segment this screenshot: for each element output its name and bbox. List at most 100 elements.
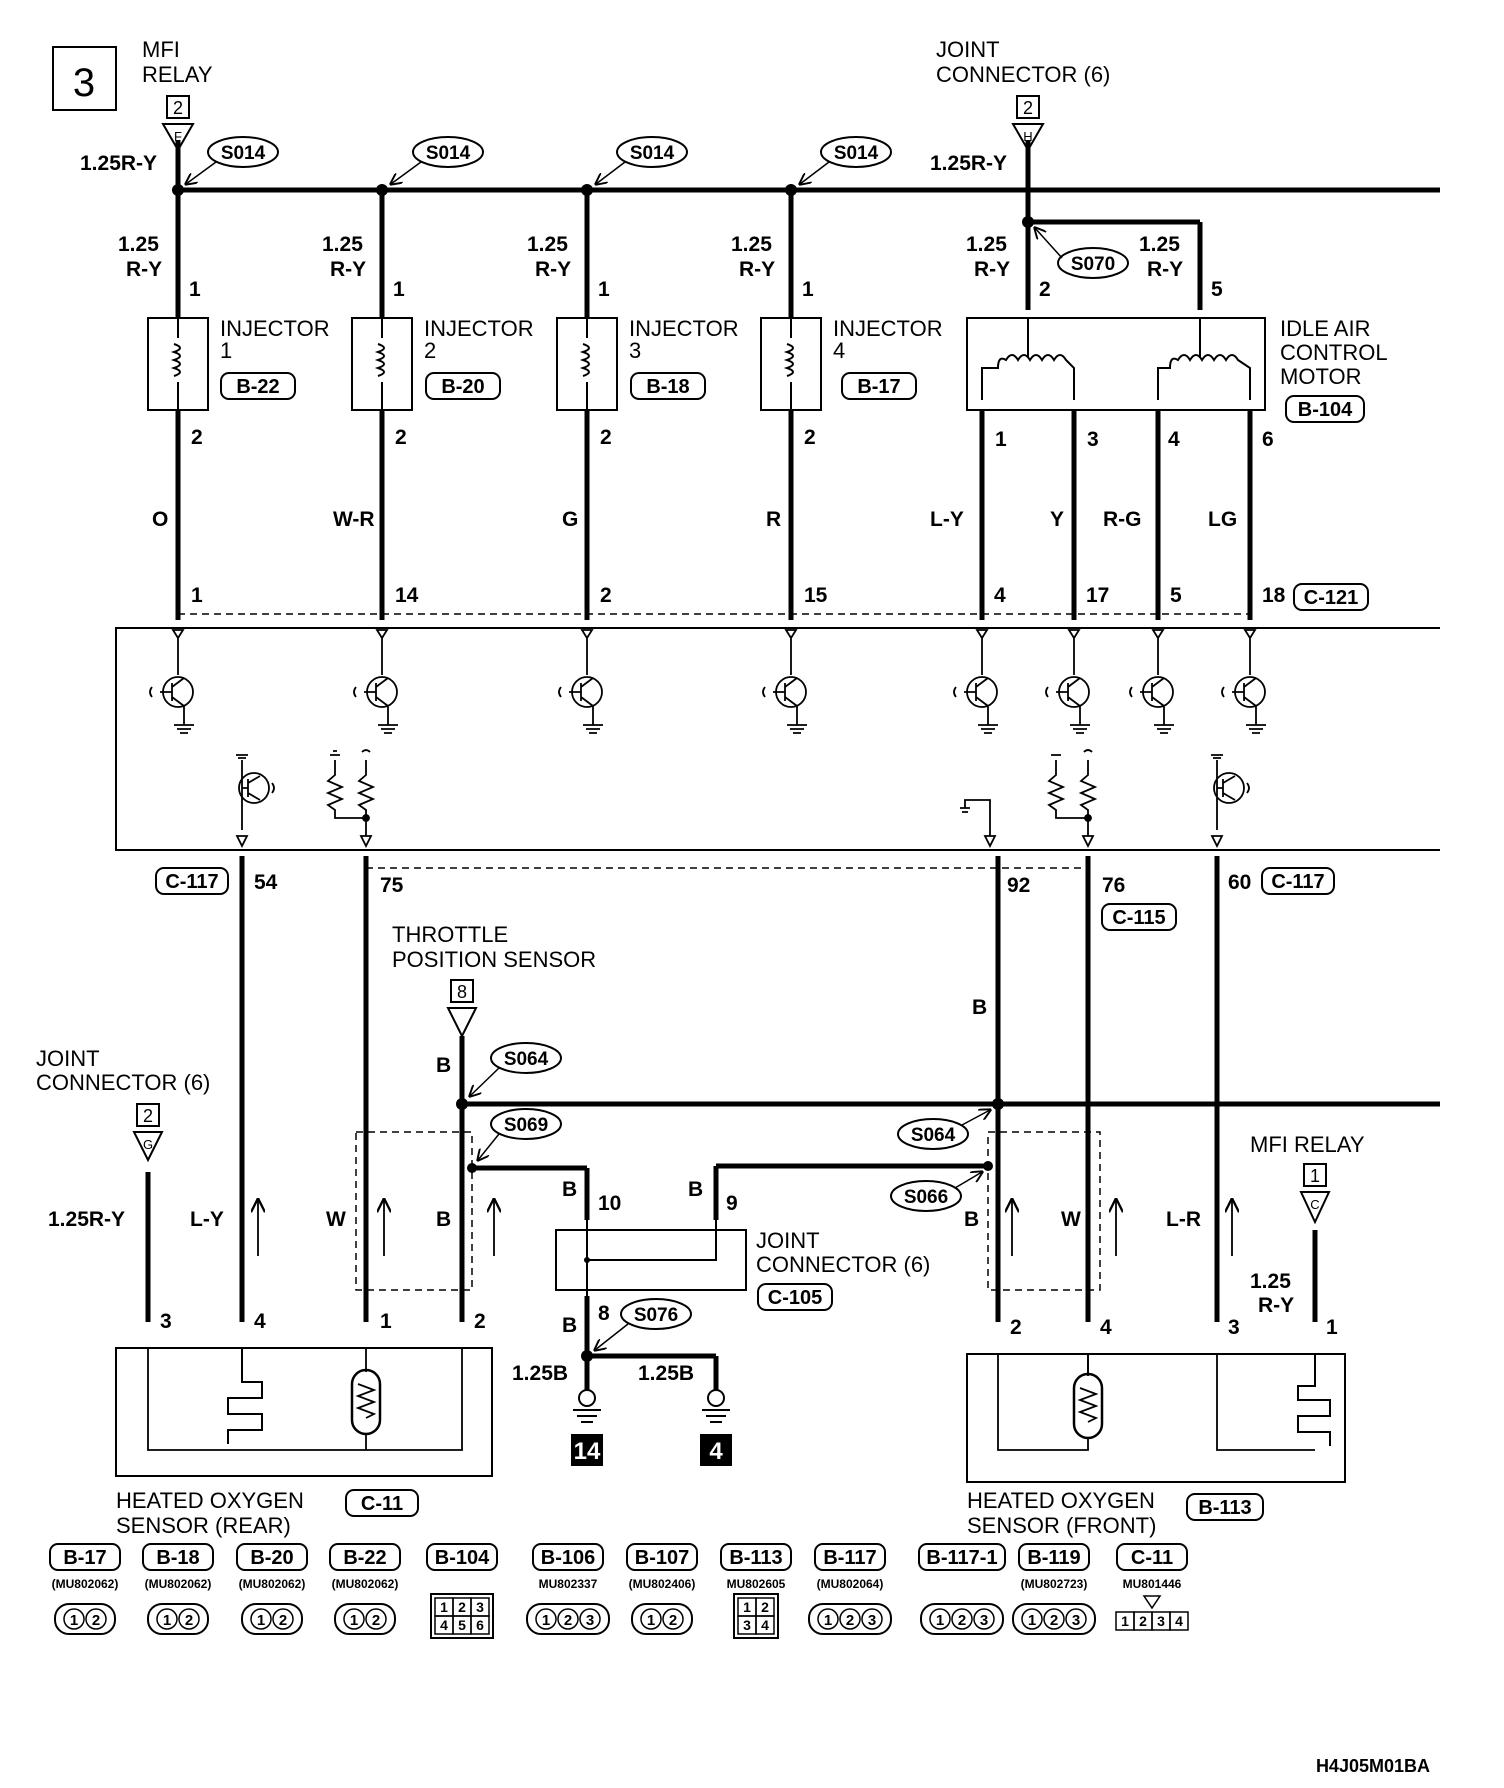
svg-text:2: 2	[474, 1310, 486, 1333]
signal-arrows	[258, 1200, 1232, 1256]
heated-oxygen-sensor-front	[966, 1353, 1346, 1483]
svg-text:W: W	[1061, 1208, 1081, 1231]
svg-text:B-104: B-104	[1298, 399, 1353, 421]
svg-text:4: 4	[709, 1438, 723, 1465]
legend-part-number: MU802605	[727, 1577, 786, 1591]
svg-text:4: 4	[1168, 428, 1180, 451]
legend-connector-id: B-117-1	[926, 1547, 997, 1569]
splice-s064-right: S064	[897, 1110, 990, 1150]
legend-pin: 1	[824, 1612, 832, 1629]
ho2-pin-labels: 3 4 1 2 2 4 3 1	[160, 1310, 1338, 1339]
joint-left-pin: 2	[143, 1106, 153, 1126]
svg-text:G: G	[562, 508, 578, 531]
svg-text:R-Y: R-Y	[1147, 258, 1183, 281]
legend-pin: 1	[936, 1612, 944, 1629]
svg-text:4: 4	[994, 584, 1006, 607]
ecu-pin-labels-top: 1 14 2 15 4 17 5 18 C-121	[191, 583, 1369, 611]
svg-text:C-117: C-117	[165, 871, 218, 893]
joint-top-pin: 2	[1023, 98, 1033, 118]
svg-text:1.25: 1.25	[966, 233, 1007, 256]
svg-text:S014: S014	[834, 143, 879, 164]
legend-connector-id: C-11	[1131, 1547, 1173, 1569]
legend-part-number: (MU802062)	[52, 1577, 119, 1591]
legend-pin: 1	[350, 1612, 358, 1629]
svg-text:54: 54	[254, 871, 278, 894]
svg-text:60: 60	[1228, 871, 1251, 894]
lower-wire-labels: 1.25R-Y L-Y W B B 10 B 9 B W L-R B 1.25 …	[48, 996, 1294, 1385]
tps-label: THROTTLE	[392, 922, 508, 947]
legend-part-number: (MU802064)	[817, 1577, 884, 1591]
legend-pin: 2	[846, 1612, 854, 1629]
legend-pin: 5	[458, 1617, 466, 1633]
joint-mid-label: JOINT	[756, 1228, 820, 1253]
svg-text:B: B	[562, 1178, 577, 1201]
legend-pin: 3	[1072, 1612, 1080, 1629]
splice-s069: S069	[478, 1108, 562, 1160]
svg-text:R-G: R-G	[1103, 508, 1142, 531]
svg-text:1: 1	[220, 338, 232, 363]
legend-pin: 2	[458, 1599, 466, 1615]
tps-pin: 8	[457, 982, 467, 1002]
ground-14: 14	[571, 1389, 603, 1466]
svg-text:1.25: 1.25	[322, 233, 363, 256]
legend-pin: 4	[440, 1617, 448, 1633]
svg-text:L-Y: L-Y	[190, 1208, 224, 1231]
svg-text:R-Y: R-Y	[330, 258, 366, 281]
svg-text:B-18: B-18	[646, 376, 689, 398]
svg-text:1: 1	[1326, 1316, 1338, 1339]
svg-text:C-117: C-117	[1271, 871, 1324, 893]
svg-text:15: 15	[804, 584, 828, 607]
ecu-transistors	[149, 629, 1266, 849]
mfi-relay-top-conn: F	[174, 129, 182, 144]
legend-connector-id: B-113	[729, 1547, 782, 1569]
svg-text:1: 1	[393, 278, 405, 301]
ho2-rear-label: HEATED OXYGEN	[116, 1488, 304, 1513]
legend-pin: 1	[70, 1612, 78, 1629]
legend-pin: 1	[1028, 1612, 1036, 1629]
svg-text:R-Y: R-Y	[1258, 1294, 1294, 1317]
ecu-pin-labels-bottom: C-117 54 75 92 76 C-115 60 C-117	[155, 867, 1335, 931]
legend-pin: 3	[1157, 1613, 1165, 1629]
joint-top-conn: H	[1023, 129, 1032, 144]
svg-text:3: 3	[1087, 428, 1099, 451]
legend-connector-id: B-119	[1027, 1547, 1080, 1569]
svg-text:1: 1	[598, 278, 610, 301]
svg-text:CONTROL: CONTROL	[1280, 340, 1388, 365]
legend-pin: 3	[868, 1612, 876, 1629]
svg-text:18: 18	[1262, 584, 1286, 607]
svg-text:8: 8	[598, 1302, 610, 1325]
injector-2	[351, 317, 413, 411]
mfi-relay-top-label-2: RELAY	[142, 62, 213, 87]
legend-pin: 4	[761, 1617, 769, 1633]
svg-text:L-Y: L-Y	[930, 508, 964, 531]
legend-pin: 2	[185, 1612, 193, 1629]
legend-part-number: (MU802062)	[239, 1577, 306, 1591]
splice-s064-left: S064	[470, 1042, 562, 1096]
figure-id: H4J05M01BA	[1316, 1756, 1430, 1776]
legend-pin: 3	[476, 1599, 484, 1615]
svg-text:1.25B: 1.25B	[512, 1362, 568, 1385]
ground-4: 4	[700, 1389, 732, 1466]
joint-left-label: JOINT	[36, 1046, 100, 1071]
injector-3	[556, 317, 618, 411]
svg-text:S064: S064	[504, 1049, 549, 1070]
bus-splice-dots	[172, 184, 1034, 228]
ho2-front-label-2: SENSOR (FRONT)	[967, 1513, 1156, 1538]
joint-top-label-2: CONNECTOR (6)	[936, 62, 1110, 87]
svg-text:B: B	[562, 1314, 577, 1337]
tps-label-2: POSITION SENSOR	[392, 947, 596, 972]
legend-pin: 2	[669, 1612, 677, 1629]
lower-splice-dots	[456, 1098, 1004, 1362]
tps-wire-color: B	[436, 1054, 451, 1077]
svg-text:B-17: B-17	[857, 376, 900, 398]
svg-text:C-115: C-115	[1112, 907, 1165, 929]
mfi-relay-top-wire: 1.25R-Y	[80, 152, 157, 175]
